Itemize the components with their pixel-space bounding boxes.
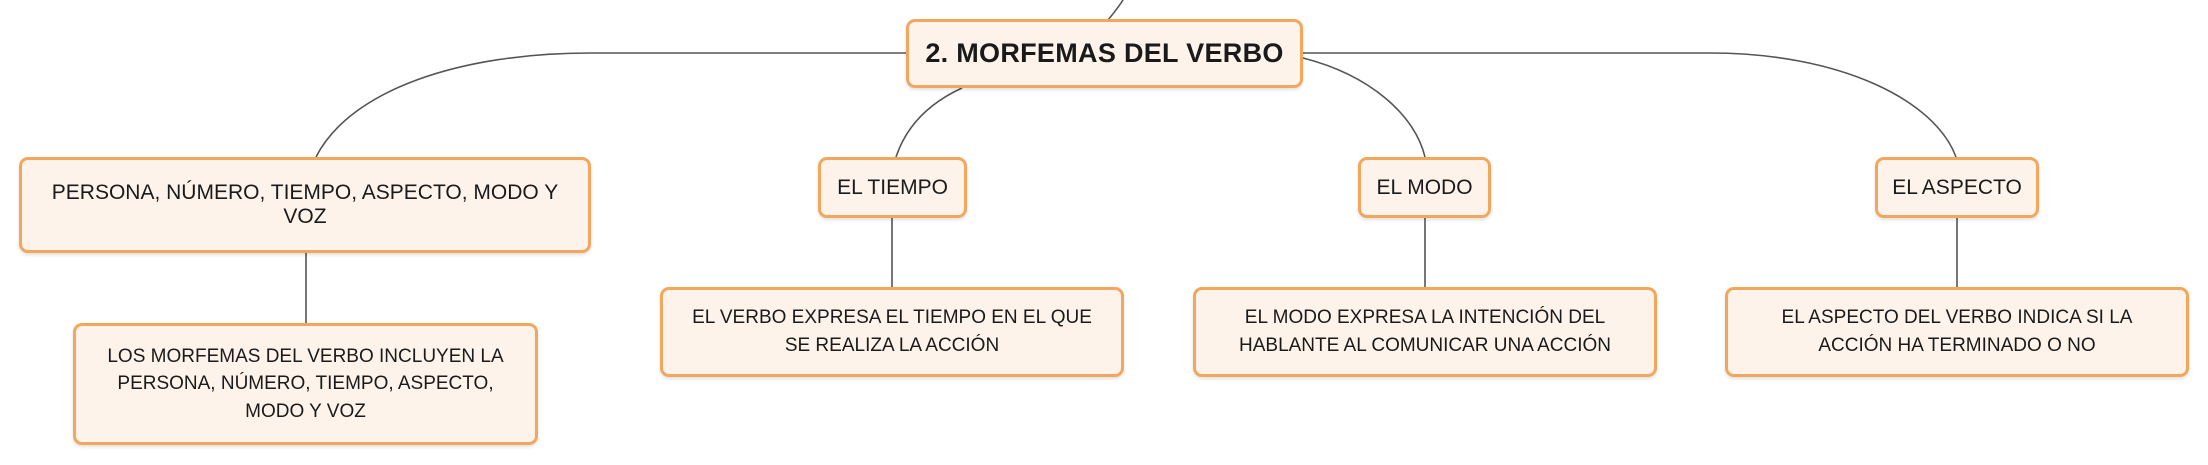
branch-el-aspecto[interactable]: EL ASPECTO <box>1875 157 2039 218</box>
detail-label: LOS MORFEMAS DEL VERBO INCLUYEN LA PERSO… <box>107 345 504 422</box>
detail-aspecto[interactable]: EL ASPECTO DEL VERBO INDICA SI LA ACCIÓN… <box>1725 287 2189 377</box>
branch-label: EL TIEMPO <box>837 175 948 199</box>
connector-parent-to-root <box>1107 0 1124 21</box>
branch-persona-numero[interactable]: PERSONA, NÚMERO, TIEMPO, ASPECTO, MODO Y… <box>19 157 591 253</box>
detail-label: EL VERBO EXPRESA EL TIEMPO EN EL QUE SE … <box>692 307 1092 356</box>
branch-el-tiempo[interactable]: EL TIEMPO <box>818 157 967 218</box>
branch-label: EL MODO <box>1376 175 1473 199</box>
detail-tiempo[interactable]: EL VERBO EXPRESA EL TIEMPO EN EL QUE SE … <box>660 287 1124 377</box>
connector-root-to-branch-3 <box>1302 57 1426 158</box>
branch-label: EL ASPECTO <box>1892 175 2022 199</box>
detail-label: EL MODO EXPRESA LA INTENCIÓN DEL HABLANT… <box>1239 307 1611 356</box>
connector-root-to-branch-1 <box>315 52 906 158</box>
connector-root-to-branch-4 <box>1303 52 1957 158</box>
detail-morfemas-incluyen[interactable]: LOS MORFEMAS DEL VERBO INCLUYEN LA PERSO… <box>73 323 538 445</box>
branch-label: PERSONA, NÚMERO, TIEMPO, ASPECTO, MODO Y… <box>51 181 559 228</box>
root-topic-label: 2. MORFEMAS DEL VERBO <box>925 38 1284 68</box>
detail-label: EL ASPECTO DEL VERBO INDICA SI LA ACCIÓN… <box>1781 307 2133 356</box>
detail-modo[interactable]: EL MODO EXPRESA LA INTENCIÓN DEL HABLANT… <box>1193 287 1657 377</box>
root-topic[interactable]: 2. MORFEMAS DEL VERBO <box>906 19 1303 88</box>
connector-root-to-branch-2 <box>895 87 963 158</box>
branch-el-modo[interactable]: EL MODO <box>1358 157 1491 218</box>
